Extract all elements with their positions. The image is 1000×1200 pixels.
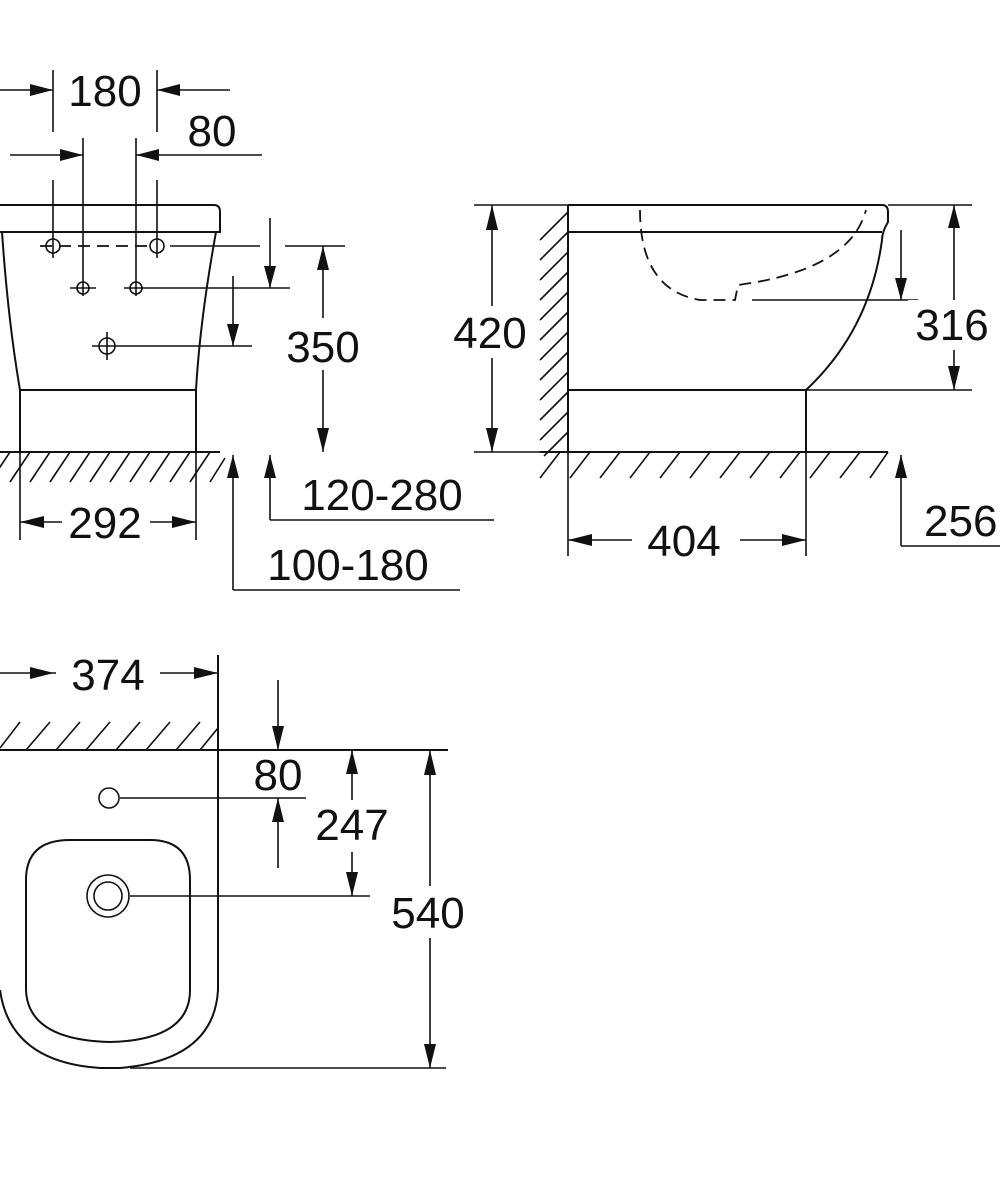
dim-256: 256 (924, 497, 997, 546)
side-view-body (568, 204, 889, 391)
top-view-body (0, 655, 219, 1069)
dim-292: 292 (68, 499, 141, 548)
front-view-floor-hatch (0, 451, 226, 483)
dim-100-180: 100-180 (267, 541, 428, 590)
side-view: 420 316 404 256 (446, 204, 1000, 566)
top-view-bowl (25, 839, 191, 1044)
top-view-tap-hole (98, 787, 120, 809)
dim-247: 247 (315, 801, 388, 850)
top-view-drain-inner (93, 881, 123, 911)
top-view-wall-hatch (0, 721, 219, 751)
front-view-rim (0, 204, 221, 233)
dim-316: 316 (915, 301, 988, 350)
dim-374: 374 (71, 651, 144, 700)
side-view-floor-hatch (539, 451, 889, 479)
dim-180: 180 (68, 67, 141, 116)
dim-540: 540 (391, 889, 464, 938)
top-view: 374 80 247 540 (0, 651, 476, 1069)
dim-350: 350 (286, 323, 359, 372)
dim-420: 420 (453, 309, 526, 358)
dim-404: 404 (647, 517, 720, 566)
dim-80-top: 80 (254, 751, 303, 800)
side-view-wall-hatch (539, 211, 569, 457)
side-view-bowl (639, 209, 867, 301)
dim-120-280: 120-280 (301, 471, 462, 520)
front-view: 180 80 350 292 120-280 100-180 (0, 67, 494, 591)
top-view-drain-outer (86, 874, 130, 918)
front-view-holes (45, 138, 290, 360)
front-view-body (1, 231, 217, 391)
dim-80-front: 80 (188, 107, 237, 156)
